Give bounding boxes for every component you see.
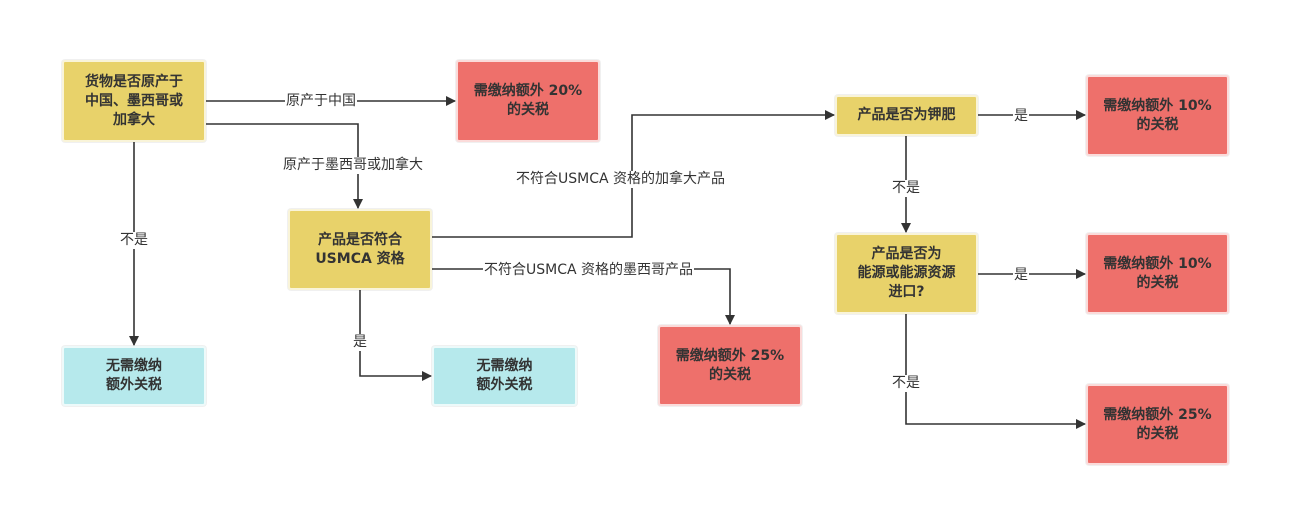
result-extra-10-percent-potash: 需缴纳额外 10% 的关税 — [1086, 75, 1229, 156]
edge-label-usmca-canada: 不符合USMCA 资格的加拿大产品 — [515, 171, 727, 188]
edge-label-origin-no: 不是 — [119, 232, 149, 249]
decision-energy: 产品是否为 能源或能源资源 进口? — [835, 233, 978, 314]
result-extra-20-percent: 需缴纳额外 20% 的关税 — [456, 60, 600, 142]
result-extra-25-percent-mexico: 需缴纳额外 25% 的关税 — [658, 325, 802, 406]
result-extra-10-percent-energy: 需缴纳额外 10% 的关税 — [1086, 233, 1229, 314]
edge-label-origin-mx-ca: 原产于墨西哥或加拿大 — [282, 157, 424, 174]
edge-label-energy-no: 不是 — [891, 375, 921, 392]
edge-usmca-yes — [359, 290, 432, 381]
edge-label-energy-yes: 是 — [1013, 267, 1029, 284]
edge-label-potash-no: 不是 — [891, 180, 921, 197]
decision-potash: 产品是否为钾肥 — [835, 95, 978, 136]
result-no-extra-tariff-1: 无需缴纳 额外关税 — [62, 346, 206, 406]
edge-origin-mx-ca — [206, 123, 363, 209]
edge-energy-no — [905, 314, 1086, 429]
result-no-extra-tariff-2: 无需缴纳 额外关税 — [432, 346, 577, 406]
result-extra-25-percent-canada: 需缴纳额外 25% 的关税 — [1086, 384, 1229, 465]
edge-label-usmca-mexico: 不符合USMCA 资格的墨西哥产品 — [483, 262, 695, 279]
decision-origin: 货物是否原产于 中国、墨西哥或 加拿大 — [62, 60, 206, 142]
edge-label-potash-yes: 是 — [1013, 108, 1029, 125]
edge-label-origin-china: 原产于中国 — [285, 93, 357, 110]
decision-usmca: 产品是否符合 USMCA 资格 — [288, 209, 432, 290]
edge-label-usmca-yes: 是 — [352, 334, 368, 351]
